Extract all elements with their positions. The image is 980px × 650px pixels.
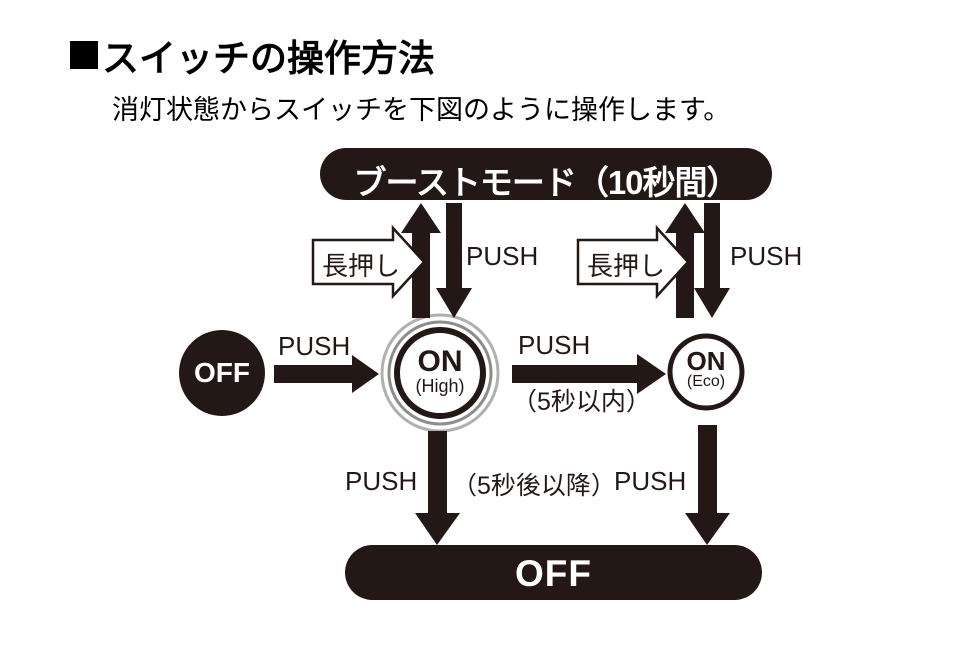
page-title-text: スイッチの操作方法 <box>102 38 435 79</box>
on-high-glow-ring-inner <box>387 320 493 426</box>
label-banner-long-press-left <box>311 224 426 300</box>
node-off-start <box>179 330 265 416</box>
page-title: スイッチの操作方法 <box>70 28 435 82</box>
arrow-on-high-to-off <box>415 431 460 545</box>
node-on-eco <box>667 333 745 411</box>
square-bullet-icon <box>70 41 98 69</box>
page-subtitle: 消灯状態からスイッチを下図のように操作します。 <box>112 95 731 125</box>
arrow-boost-to-high-down <box>436 203 472 318</box>
arrow-boost-to-eco-down <box>694 203 730 318</box>
node-on-high <box>394 327 486 419</box>
node-boost-mode <box>320 148 772 200</box>
arrow-on-eco-to-off <box>685 425 730 545</box>
node-off-end <box>345 545 762 600</box>
arrow-on-high-to-on-eco <box>512 354 666 394</box>
label-banner-long-press-right <box>576 224 690 300</box>
arrow-off-to-on-high <box>274 355 379 393</box>
